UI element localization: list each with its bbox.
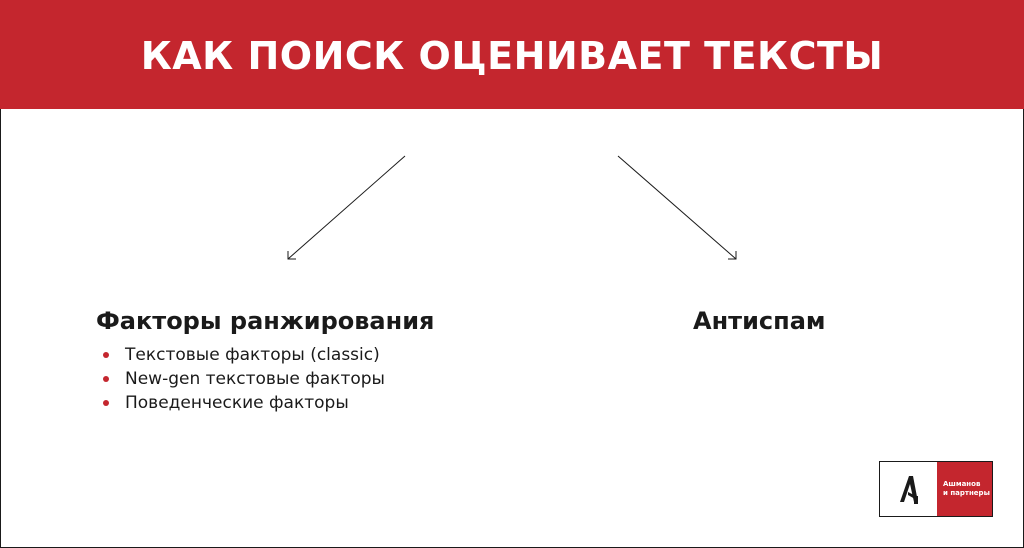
list-item-label: Поведенческие факторы: [125, 393, 349, 413]
bullet-icon: [103, 400, 109, 406]
list-item: Поведенческие факторы: [103, 391, 385, 415]
ranking-factors-heading: Факторы ранжирования: [96, 307, 435, 335]
bullet-icon: [103, 352, 109, 358]
ashmanov-logo-icon: [880, 462, 937, 516]
list-item: New-gen текстовые факторы: [103, 367, 385, 391]
list-item: Текстовые факторы (classic): [103, 343, 385, 367]
logo-glyph: [899, 476, 918, 504]
ranking-factors-list: Текстовые факторы (classic) New-gen текс…: [103, 343, 385, 415]
antispam-heading: Антиспам: [693, 307, 826, 335]
list-item-label: Текстовые факторы (classic): [125, 345, 380, 365]
logo-line-1: Ашманов: [943, 480, 981, 488]
slide-title: КАК ПОИСК ОЦЕНИВАЕТ ТЕКСТЫ: [140, 33, 884, 78]
company-logo: Ашманов и партнеры: [879, 461, 993, 517]
bullet-icon: [103, 376, 109, 382]
list-item-label: New-gen текстовые факторы: [125, 369, 385, 389]
title-bar: КАК ПОИСК ОЦЕНИВАЕТ ТЕКСТЫ: [0, 0, 1024, 109]
arrow-right: [617, 155, 737, 260]
logo-text: Ашманов и партнеры: [937, 462, 992, 516]
arrow-left: [287, 155, 406, 260]
logo-line-2: и партнеры: [943, 489, 990, 497]
